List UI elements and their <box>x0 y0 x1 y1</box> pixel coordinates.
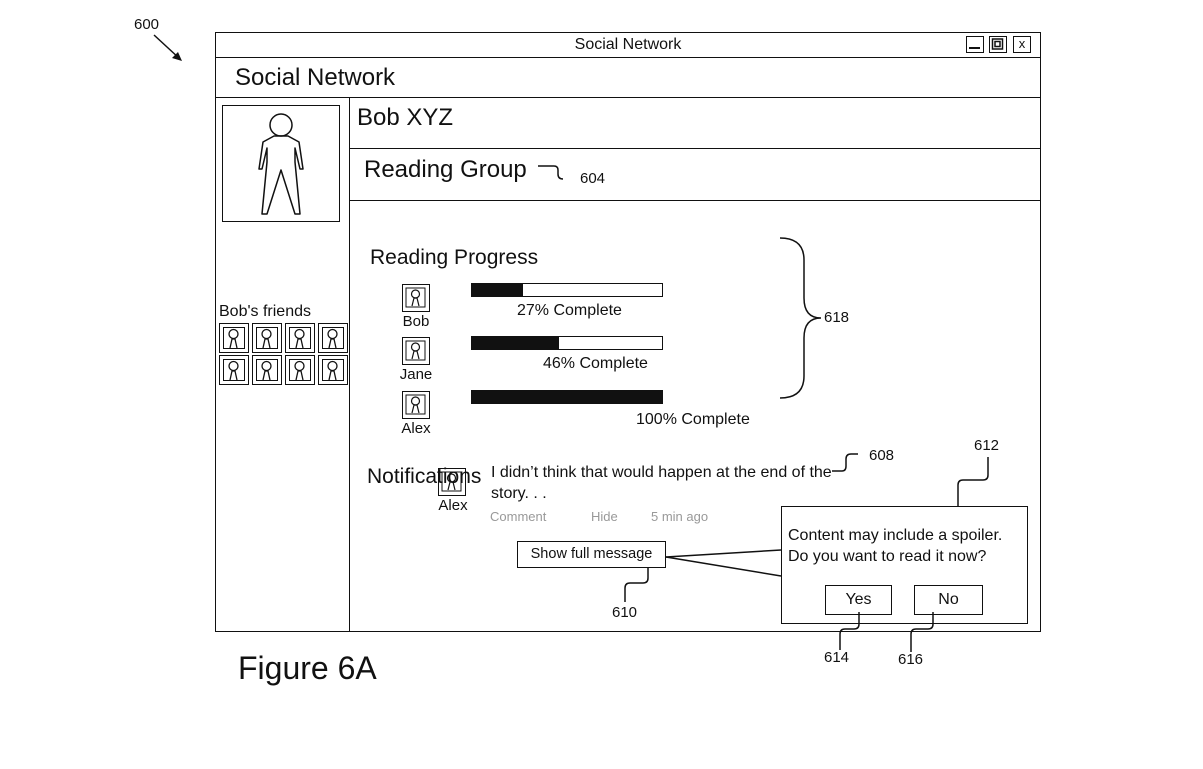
app-header: Social Network <box>216 58 1040 98</box>
friend-avatar[interactable] <box>252 323 282 353</box>
app-title: Social Network <box>235 64 396 91</box>
profile-name: Bob XYZ <box>357 104 454 131</box>
minimize-icon <box>969 47 980 49</box>
window-titlebar: Social Network x <box>216 33 1040 58</box>
user-icon <box>405 287 426 308</box>
ref-600-arrow <box>153 34 182 61</box>
ref-604-leader <box>538 165 564 180</box>
notification-time: 5 min ago <box>651 509 709 524</box>
user-icon <box>327 360 338 381</box>
ref-612: 612 <box>974 437 1000 454</box>
user-icon <box>327 328 338 349</box>
user-icon <box>228 360 239 381</box>
progress-bar-fill <box>472 337 560 349</box>
figure-caption: Figure 6A <box>238 650 377 686</box>
ref-600: 600 <box>134 16 160 33</box>
progress-user-avatar[interactable] <box>402 391 430 419</box>
group-row: Reading Group <box>350 149 1040 201</box>
ref-614: 614 <box>824 649 850 666</box>
ref-608-leader <box>832 453 858 472</box>
sidebar: Bob's friends <box>216 98 350 631</box>
progress-bar <box>471 336 663 350</box>
ref-604: 604 <box>580 170 606 187</box>
progress-user-name: Alex <box>401 420 431 437</box>
group-title[interactable]: Reading Group <box>364 156 527 183</box>
user-icon <box>441 471 462 492</box>
main-content: Bob XYZ Reading Group Reading Progress B… <box>350 98 1040 631</box>
spoiler-dialog-line1: Content may include a spoiler. <box>788 527 1003 544</box>
ref-618: 618 <box>824 309 850 326</box>
friend-avatar[interactable] <box>252 355 282 385</box>
maximize-icon <box>991 38 1004 50</box>
progress-bar-fill <box>472 391 662 403</box>
profile-avatar[interactable] <box>222 105 340 222</box>
progress-label: 100% Complete <box>636 411 750 428</box>
close-icon: x <box>1018 36 1026 51</box>
notification-avatar[interactable] <box>438 468 466 496</box>
profile-name-row: Bob XYZ <box>350 98 1040 149</box>
friend-avatar[interactable] <box>285 355 315 385</box>
reading-progress-heading: Reading Progress <box>370 246 539 269</box>
ref-610-leader <box>624 568 649 602</box>
notification-message: I didn’t think that would happen at the … <box>491 464 832 502</box>
progress-user-avatar[interactable] <box>402 337 430 365</box>
minimize-button[interactable] <box>966 36 984 53</box>
ref-610: 610 <box>612 604 638 621</box>
progress-user-avatar[interactable] <box>402 284 430 312</box>
spoiler-dialog-message: Content may include a spoiler. Do you wa… <box>788 525 1028 567</box>
friend-avatar[interactable] <box>285 323 315 353</box>
progress-user-name: Bob <box>402 313 430 330</box>
person-figure-icon <box>258 113 304 215</box>
progress-user-name: Jane <box>399 366 433 383</box>
friend-avatar[interactable] <box>318 355 348 385</box>
ref-616: 616 <box>898 651 924 668</box>
close-button[interactable]: x <box>1013 36 1031 53</box>
friends-grid <box>219 323 348 385</box>
notification-user-name: Alex <box>438 497 468 514</box>
friend-avatar[interactable] <box>318 323 348 353</box>
app-window: Social Network x Social Network Bob's f <box>215 32 1041 632</box>
user-icon <box>261 360 272 381</box>
maximize-button[interactable] <box>989 36 1007 53</box>
friend-avatar[interactable] <box>219 323 249 353</box>
spoiler-dialog-line2: Do you want to read it now? <box>788 548 987 565</box>
window-title: Social Network <box>574 36 682 53</box>
friend-avatar[interactable] <box>219 355 249 385</box>
hide-link[interactable]: Hide <box>591 509 618 524</box>
ref-612-leader <box>957 457 989 506</box>
yes-button[interactable]: Yes <box>825 585 892 615</box>
progress-bar <box>471 390 663 404</box>
progress-label: 27% Complete <box>517 302 622 319</box>
user-icon <box>228 328 239 349</box>
show-full-message-button[interactable]: Show full message <box>517 541 666 568</box>
dialog-callout-lines <box>665 549 782 577</box>
comment-link[interactable]: Comment <box>490 509 547 524</box>
progress-label: 46% Complete <box>543 355 648 372</box>
friends-label: Bob's friends <box>219 303 311 320</box>
ref-614-leader <box>839 612 860 650</box>
user-icon <box>294 360 305 381</box>
no-button[interactable]: No <box>914 585 983 615</box>
user-icon <box>405 394 426 415</box>
user-icon <box>261 328 272 349</box>
progress-brace <box>779 237 822 399</box>
user-icon <box>405 340 426 361</box>
progress-bar-fill <box>472 284 524 296</box>
ref-608: 608 <box>869 447 895 464</box>
spoiler-dialog: Content may include a spoiler. Do you wa… <box>781 506 1028 624</box>
progress-bar <box>471 283 663 297</box>
user-icon <box>294 328 305 349</box>
ref-616-leader <box>910 612 934 652</box>
